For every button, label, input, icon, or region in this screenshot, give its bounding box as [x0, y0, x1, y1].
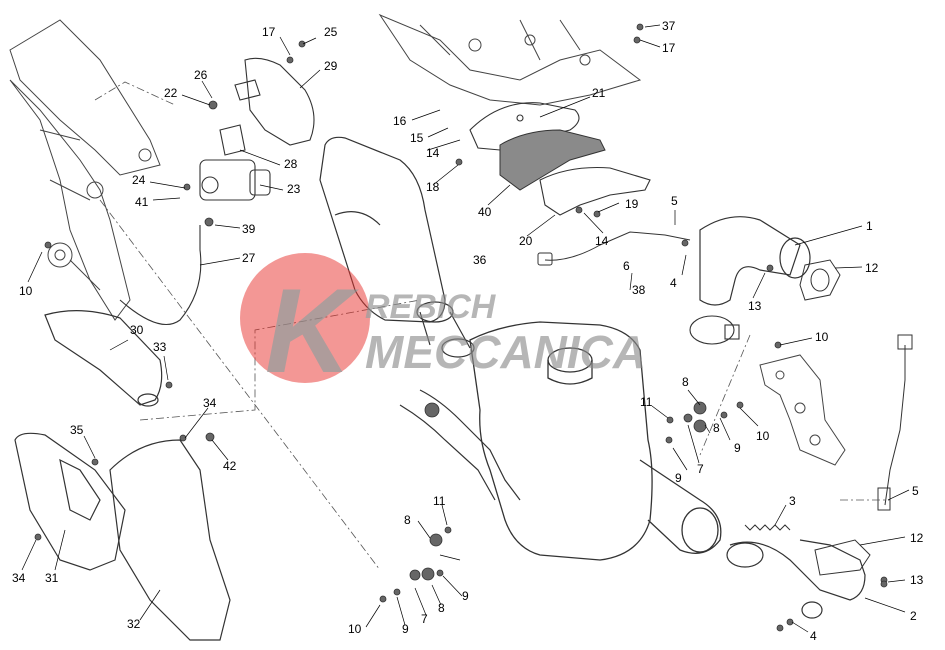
callout-20: 20 — [519, 234, 533, 248]
callout-16: 16 — [393, 114, 407, 128]
callout-17-top-right: 17 — [662, 41, 676, 55]
headers-pipe — [399, 301, 521, 501]
callout-25: 25 — [324, 25, 338, 39]
gasket-12-bottom — [814, 539, 871, 576]
frame-top — [378, 13, 642, 106]
callout-13-bottom: 13 — [910, 573, 924, 587]
callout-18: 18 — [426, 180, 440, 194]
callout-17-top-left: 17 — [262, 25, 276, 39]
callout-9-bottom-a: 9 — [462, 589, 469, 603]
callout-32: 32 — [127, 617, 141, 631]
callout-26: 26 — [194, 68, 208, 82]
callout-29: 29 — [324, 59, 338, 73]
callout-8-right: 8 — [682, 375, 689, 389]
heat-shield-31 — [14, 432, 126, 571]
callout-10-bottom: 10 — [348, 622, 362, 636]
callout-21: 21 — [592, 86, 606, 100]
lambda-sensor-top — [537, 231, 691, 266]
callout-6: 6 — [623, 259, 630, 273]
callout-7-bottom: 7 — [421, 612, 428, 626]
exhaust-valve-servo — [119, 57, 315, 325]
callout-24: 24 — [132, 173, 146, 187]
watermark-logo-letter: K — [265, 264, 359, 398]
callout-8-bottom-a: 8 — [404, 513, 411, 527]
callout-7-right: 7 — [697, 462, 704, 476]
callout-35: 35 — [70, 423, 84, 437]
callout-30: 30 — [130, 323, 144, 337]
watermark-logo: K REBICH MECCANICA — [240, 253, 646, 398]
heat-shield-30 — [44, 310, 163, 407]
spring-3 — [744, 524, 791, 531]
callout-12-top: 12 — [865, 261, 879, 275]
callout-1: 1 — [866, 219, 873, 233]
callout-28: 28 — [284, 157, 298, 171]
shield-20 — [539, 167, 651, 216]
hardware — [34, 23, 888, 632]
callout-5-top: 5 — [671, 194, 678, 208]
gasket-12-top — [799, 259, 841, 301]
watermark-circle — [240, 253, 370, 383]
frame-left — [9, 19, 161, 321]
callout-8-right-b: 8 — [713, 421, 720, 435]
watermark-line-1: REBICH — [365, 288, 497, 326]
callout-15: 15 — [410, 131, 424, 145]
callout-14-middle: 14 — [595, 234, 609, 248]
callout-34-middle: 34 — [203, 396, 217, 410]
callout-27: 27 — [242, 251, 256, 265]
callout-13-top: 13 — [748, 299, 762, 313]
callout-2: 2 — [910, 609, 917, 623]
callout-8-bottom-b: 8 — [438, 601, 445, 615]
watermark-line-2: MECCANICA — [365, 326, 646, 378]
callout-34-bottom: 34 — [12, 571, 26, 585]
callout-4-bottom: 4 — [810, 629, 817, 643]
leader-lines — [21, 24, 910, 633]
shield-40 — [499, 129, 606, 191]
callout-10-right-mid: 10 — [756, 429, 770, 443]
callout-22: 22 — [164, 86, 178, 100]
callout-10-left: 10 — [19, 284, 33, 298]
callout-9-bottom-b: 9 — [402, 622, 409, 636]
callout-3: 3 — [789, 494, 796, 508]
callout-33: 33 — [153, 340, 167, 354]
callout-10-right-top: 10 — [815, 330, 829, 344]
callout-11-bottom: 11 — [433, 494, 446, 508]
callout-36: 36 — [473, 253, 487, 267]
callout-12-bottom: 12 — [910, 531, 924, 545]
callout-37: 37 — [662, 19, 676, 33]
right-bracket — [759, 354, 846, 466]
lambda-sensor-right — [877, 334, 913, 511]
callout-labels: 17 25 29 26 22 28 24 23 41 39 27 10 30 3… — [12, 19, 924, 643]
callout-40: 40 — [478, 205, 492, 219]
callout-19: 19 — [625, 197, 639, 211]
callout-11-right: 11 — [640, 395, 653, 409]
callout-4-top: 4 — [670, 276, 677, 290]
callout-41: 41 — [135, 195, 149, 209]
shield-21 — [469, 102, 580, 151]
pipe-1 — [699, 216, 811, 306]
outlet-pipe-2 — [726, 539, 866, 619]
callout-14-top: 14 — [426, 146, 440, 160]
callout-5-right: 5 — [912, 484, 919, 498]
callout-23: 23 — [287, 182, 301, 196]
callout-31: 31 — [45, 571, 59, 585]
callout-9-right-a: 9 — [734, 441, 741, 455]
silencer-body — [469, 321, 722, 561]
callout-42: 42 — [223, 459, 237, 473]
heat-shield-32 — [109, 439, 231, 641]
callout-38: 38 — [632, 283, 646, 297]
callout-39: 39 — [242, 222, 256, 236]
clamp-38 — [689, 315, 740, 345]
callout-9-right-b: 9 — [675, 471, 682, 485]
